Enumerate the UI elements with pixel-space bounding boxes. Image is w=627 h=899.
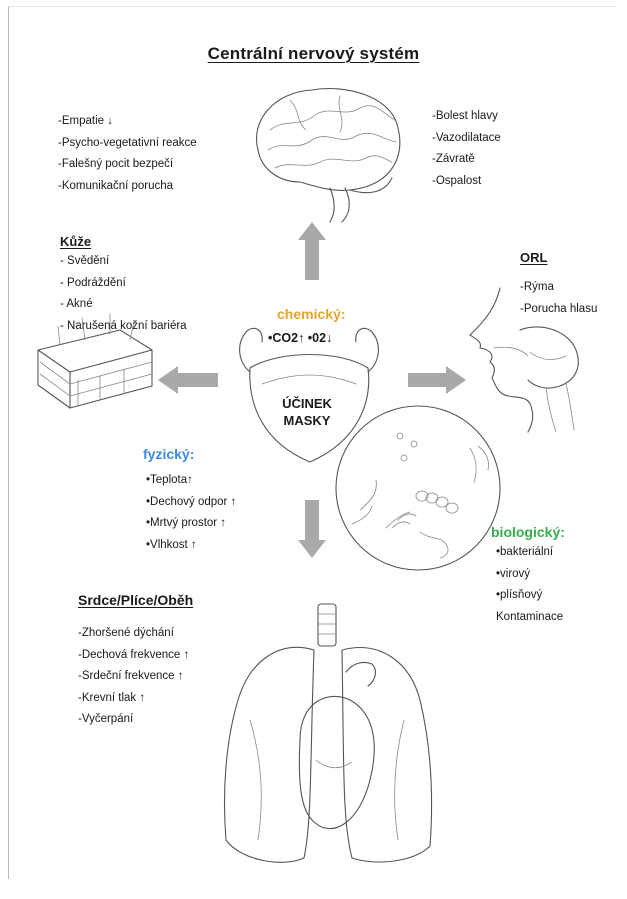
physical-label: fyzický: [143, 446, 194, 462]
list-item: -Dechová frekvence ↑ [78, 645, 189, 667]
list-item: -Vazodilatace [432, 128, 501, 150]
arrow-up [298, 222, 326, 280]
list-item: •Teplota↑ [146, 470, 236, 492]
list-item: •virový [496, 564, 563, 586]
mask-label-line2: MASKY [262, 412, 352, 429]
list-item: •bakteriální [496, 542, 563, 564]
list-item: -Psycho-vegetativní reakce [58, 133, 197, 155]
skin-list: - Svědění - Podráždění - Akné - Narušená… [60, 251, 187, 337]
list-item: - Akné [60, 294, 187, 316]
list-item: -Empatie ↓ [58, 111, 197, 133]
list-item: -Falešný pocit bezpečí [58, 154, 197, 176]
list-item: •Mrtvý prostor ↑ [146, 513, 236, 535]
lungs-heart-sketch [225, 604, 432, 862]
list-item: Kontaminace [496, 607, 563, 629]
list-item: •Dechový odpor ↑ [146, 492, 236, 514]
chemical-items: •CO2↑ •02↓ [268, 331, 332, 345]
physical-list: •Teplota↑ •Dechový odpor ↑ •Mrtvý prosto… [146, 470, 236, 556]
microbes-sketch [336, 406, 500, 570]
list-item: - Narušená kožní bariéra [60, 316, 187, 338]
skin-title: Kůže [60, 234, 91, 249]
list-item: -Závratě [432, 149, 501, 171]
cns-left-list: -Empatie ↓ -Psycho-vegetativní reakce -F… [58, 111, 197, 197]
list-item: - Podráždění [60, 273, 187, 295]
list-item: -Vyčerpání [78, 709, 189, 731]
list-item: •plísňový [496, 585, 563, 607]
list-item: -Bolest hlavy [432, 106, 501, 128]
list-item: -Krevní tlak ↑ [78, 688, 189, 710]
chemical-label: chemický: [277, 306, 345, 322]
heart-list: -Zhoršené dýchání -Dechová frekvence ↑ -… [78, 623, 189, 731]
biological-label: biologický: [491, 524, 565, 540]
arrow-right [408, 366, 466, 394]
orl-title: ORL [520, 250, 547, 265]
biological-list: •bakteriální •virový •plísňový Kontamina… [496, 542, 563, 628]
brain-sketch [257, 89, 400, 222]
mask-label-line1: ÚČINEK [262, 395, 352, 412]
orl-list: -Rýma -Porucha hlasu [520, 277, 597, 320]
list-item: -Srdeční frekvence ↑ [78, 666, 189, 688]
list-item: •Vlhkost ↑ [146, 535, 236, 557]
list-item: -Komunikační porucha [58, 176, 197, 198]
list-item: -Zhoršené dýchání [78, 623, 189, 645]
list-item: - Svědění [60, 251, 187, 273]
page-title: Centrální nervový systém [0, 44, 627, 64]
arrow-down [298, 500, 326, 558]
list-item: -Rýma [520, 277, 597, 299]
cns-right-list: -Bolest hlavy -Vazodilatace -Závratě -Os… [432, 106, 501, 192]
arrow-left [158, 366, 218, 394]
list-item: -Porucha hlasu [520, 299, 597, 321]
heart-title: Srdce/Plíce/Oběh [78, 592, 193, 608]
mask-label: ÚČINEK MASKY [262, 395, 352, 429]
list-item: -Ospalost [432, 171, 501, 193]
